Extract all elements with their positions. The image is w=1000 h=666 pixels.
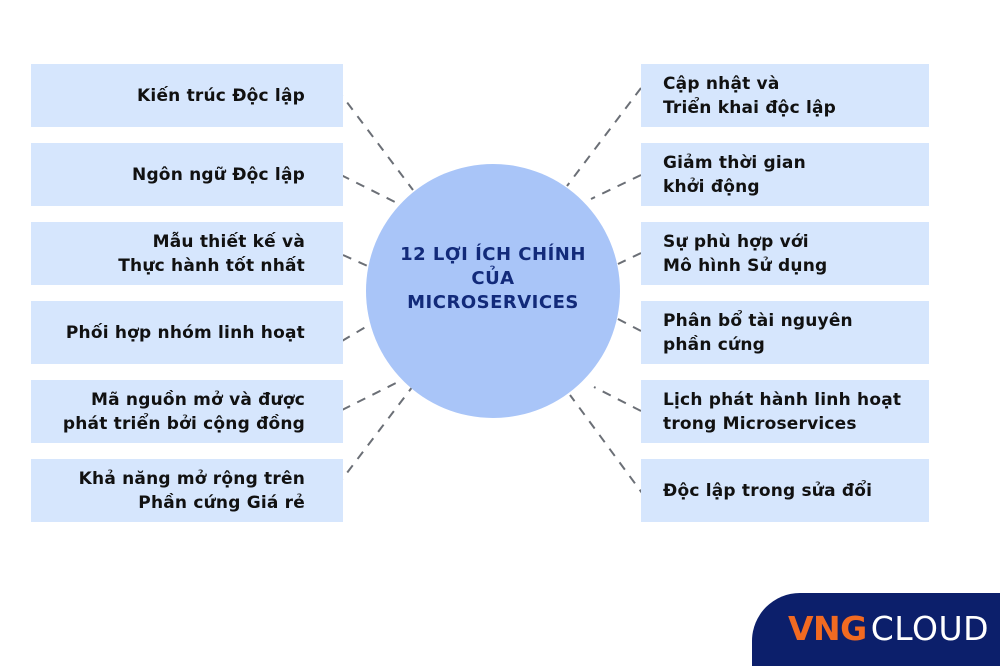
benefit-box-release-schedule: Lịch phát hành linh hoạt trong Microserv… [641, 380, 929, 443]
benefit-label: Mẫu thiết kế và Thực hành tốt nhất [118, 231, 305, 276]
connector-left-1 [336, 88, 414, 191]
benefit-label: Cập nhật và Triển khai độc lập [663, 73, 837, 118]
benefit-box-startup-time: Giảm thời gian khởi động [641, 143, 929, 206]
connector-right-5 [593, 386, 642, 412]
benefit-box-hardware-allocation: Phân bổ tài nguyên phần cứng [641, 301, 929, 364]
logo-panel [752, 593, 1000, 666]
benefit-label: Giảm thời gian khởi động [663, 152, 806, 197]
benefit-label: Lịch phát hành linh hoạt trong Microserv… [663, 389, 902, 434]
connector-left-2 [340, 174, 396, 203]
logo-brand: VNG [788, 609, 867, 648]
connector-right-3 [617, 252, 642, 265]
benefit-box-design-patterns: Mẫu thiết kế và Thực hành tốt nhất [31, 222, 343, 285]
connector-left-3 [342, 254, 373, 269]
benefit-label: Phối hợp nhóm linh hoạt [65, 322, 305, 343]
benefit-label: Kiến trúc Độc lập [137, 85, 305, 106]
benefit-box-independent-modification: Độc lập trong sửa đổi [641, 459, 929, 522]
benefit-label: Sự phù hợp với Mô hình Sử dụng [663, 231, 828, 276]
center-title: 12 LỢI ÍCH CHÍNH CỦA MICROSERVICES [400, 244, 586, 313]
connector-left-4 [341, 321, 375, 342]
benefit-box-language-independence: Ngôn ngữ Độc lập [31, 143, 343, 206]
benefit-box-cheap-hardware-scaling: Khả năng mở rộng trên Phần cứng Giá rẻ [31, 459, 343, 522]
connector-left-6 [336, 385, 414, 487]
benefit-box-independent-deployment: Cập nhật và Triển khai độc lập [641, 64, 929, 127]
benefit-label: Độc lập trong sửa đổi [663, 480, 873, 501]
connector-right-2 [590, 174, 642, 200]
center-circle [366, 164, 620, 418]
benefit-box-usage-model-fit: Sự phù hợp với Mô hình Sử dụng [641, 222, 929, 285]
connector-right-4 [615, 317, 642, 332]
connector-right-1 [566, 87, 642, 187]
logo-product: CLOUD [870, 609, 990, 648]
benefit-box-team-coordination: Phối hợp nhóm linh hoạt [31, 301, 343, 364]
benefit-label: Khả năng mở rộng trên Phần cứng Giá rẻ [78, 468, 305, 513]
benefit-box-independent-architecture: Kiến trúc Độc lập [31, 64, 343, 127]
benefit-label: Mã nguồn mở và được phát triển bởi cộng … [62, 389, 305, 434]
benefit-box-open-source: Mã nguồn mở và được phát triển bởi cộng … [31, 380, 343, 443]
benefit-label: Phân bổ tài nguyên phần cứng [663, 310, 853, 355]
connector-right-6 [569, 394, 646, 498]
benefit-label: Ngôn ngữ Độc lập [132, 164, 305, 185]
connector-left-5 [341, 378, 405, 411]
